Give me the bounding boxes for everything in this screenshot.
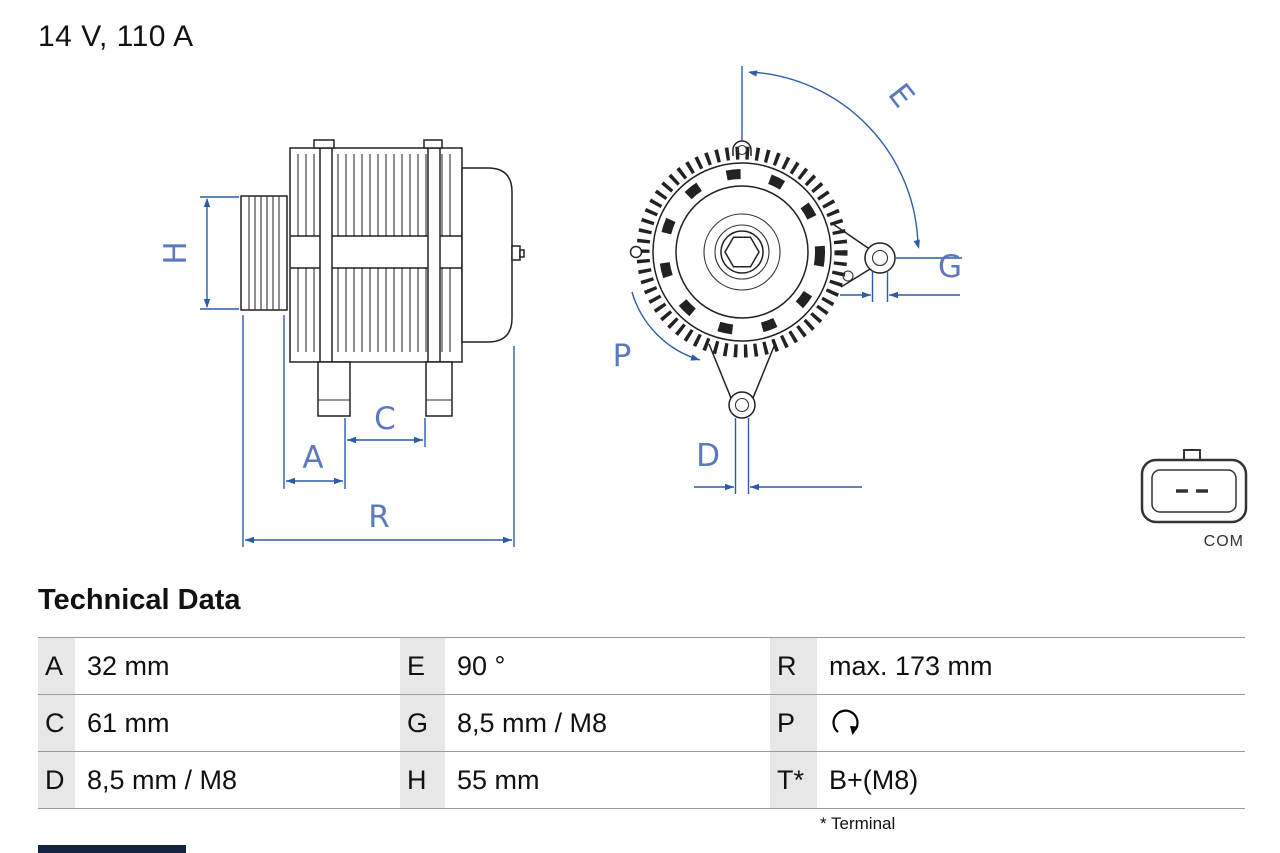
com-connector-icon: COM xyxy=(1140,449,1248,550)
table-key-E: E xyxy=(400,638,445,694)
table-key-P: P xyxy=(770,695,817,751)
shaft-nut xyxy=(724,236,760,268)
dimension-D: D xyxy=(694,418,862,494)
table-value-T: B+(M8) xyxy=(829,764,919,795)
rear-mounting-foot xyxy=(425,361,453,417)
dimension-label-A: A xyxy=(302,440,323,476)
stator-slot-ring xyxy=(636,146,848,358)
dimension-label-E: E xyxy=(881,77,921,115)
dimension-G: G xyxy=(840,249,962,302)
front-mounting-foot xyxy=(317,361,351,417)
voltage-amperage-title: 14 V, 110 A xyxy=(38,20,194,53)
rear-cover xyxy=(461,167,513,343)
table-value-D: 8,5 mm / M8 xyxy=(87,764,238,795)
dimension-label-H: H xyxy=(158,241,194,264)
bottom-mounting-lug xyxy=(728,391,756,419)
connector-label: COM xyxy=(1204,533,1244,550)
dimension-label-G: G xyxy=(938,249,962,285)
table-key-R: R xyxy=(770,638,817,694)
table-value-H: 55 mm xyxy=(457,764,540,795)
table-row: C 61 mm G 8,5 mm / M8 P xyxy=(38,694,1245,751)
product-diagram: H A C R xyxy=(158,66,1248,550)
table-value-G: 8,5 mm / M8 xyxy=(457,707,608,738)
terminal-footnote: * Terminal xyxy=(820,814,896,833)
table-row: A 32 mm E 90 ° R max. 173 mm xyxy=(38,637,1245,694)
table-key-A: A xyxy=(38,638,75,694)
dimension-H: H xyxy=(158,196,239,310)
pulley xyxy=(240,195,288,311)
table-value-C: 61 mm xyxy=(87,707,170,738)
table-row: D 8,5 mm / M8 H 55 mm T* B+(M8) xyxy=(38,751,1245,809)
dimension-C: C xyxy=(347,401,426,447)
alternator-side-view xyxy=(240,139,525,417)
technical-data-title: Technical Data xyxy=(38,584,241,616)
left-tab xyxy=(629,245,643,259)
table-key-H: H xyxy=(400,752,445,808)
dimension-label-R: R xyxy=(368,499,390,535)
technical-data-section: Technical Data A 32 mm E 90 ° R max. 173… xyxy=(38,585,1245,834)
dimension-A: A xyxy=(283,315,346,489)
table-key-C: C xyxy=(38,695,75,751)
dimension-P: P xyxy=(613,291,701,374)
table-value-E: 90 ° xyxy=(457,650,506,681)
dimension-R: R xyxy=(242,315,515,547)
dimension-label-P: P xyxy=(613,338,632,374)
table-value-R: max. 173 mm xyxy=(829,650,993,681)
alternator-front-view xyxy=(629,140,896,419)
table-key-D: D xyxy=(38,752,75,808)
table-key-G: G xyxy=(400,695,445,751)
dimension-label-D: D xyxy=(696,438,720,474)
table-value-A: 32 mm xyxy=(87,650,170,681)
bottom-accent-bar xyxy=(38,845,186,853)
table-value-P xyxy=(817,707,1245,739)
right-mounting-lug xyxy=(864,242,896,274)
rotation-direction-icon xyxy=(832,709,859,735)
table-key-T: T* xyxy=(770,752,817,808)
dimension-label-C: C xyxy=(374,401,396,437)
